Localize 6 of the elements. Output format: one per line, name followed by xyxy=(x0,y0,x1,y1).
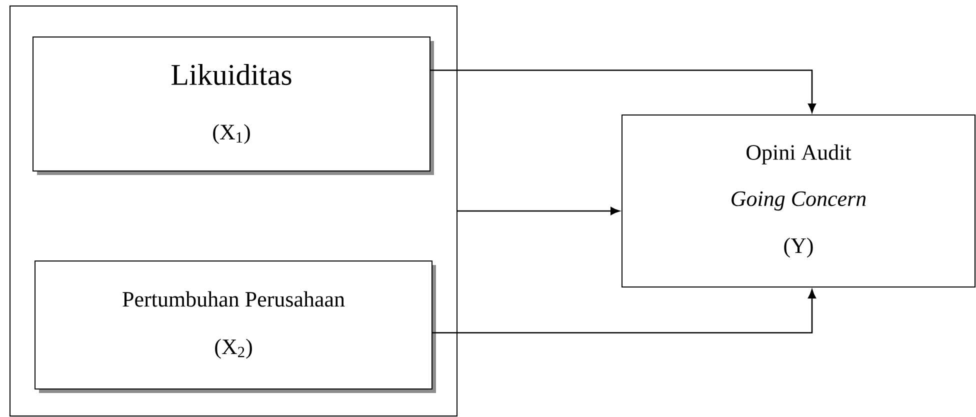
variable-box: Likuiditas (X$_{1}$) xyxy=(32,36,434,175)
arrow xyxy=(458,207,620,215)
variable-box: Pertumbuhan Perusahaan (X$_{2}$) xyxy=(34,260,436,393)
arrow xyxy=(432,289,816,334)
variable-box: Opini Audit Going Concern (Y) xyxy=(622,114,976,288)
arrow xyxy=(430,70,816,113)
